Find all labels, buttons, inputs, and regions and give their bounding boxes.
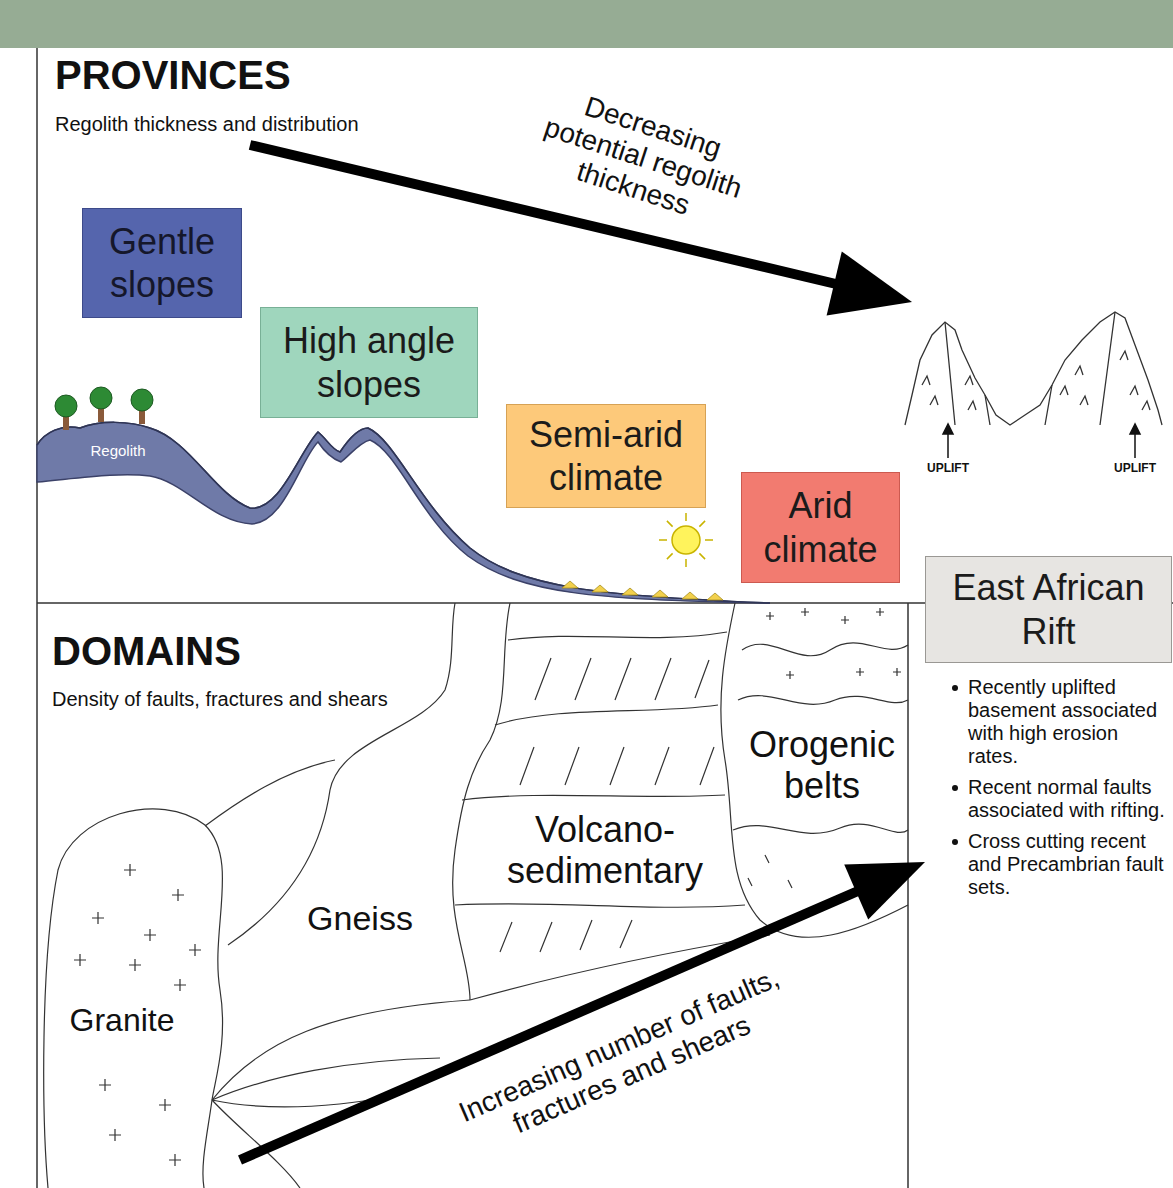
domain-label-box: Orogenic belts — [737, 724, 907, 807]
trend-arrow — [827, 251, 912, 315]
bullet-note: Recently uplifted basement associated wi… — [968, 676, 1170, 768]
trend-label-box: Increasing number of faults, fractures a… — [449, 960, 800, 1161]
sand-dunes — [562, 581, 723, 600]
legend-box: Semi-arid climate — [506, 404, 706, 508]
box-label: Gentle slopes — [91, 220, 233, 306]
tree — [131, 389, 153, 411]
legend-box: Arid climate — [741, 472, 900, 583]
foliation-line — [205, 760, 335, 826]
box-label: East African Rift — [934, 566, 1163, 652]
tree — [55, 395, 77, 417]
contact-line — [228, 603, 455, 945]
uplift-arrow — [1134, 432, 1136, 458]
domain-label-box: Volcano- sedimentary — [493, 809, 718, 892]
tree — [90, 387, 112, 409]
legend-box: East African Rift — [925, 556, 1172, 663]
granite-outline — [44, 809, 223, 1188]
section-subtitle-box: Density of faults, fractures and shears — [52, 688, 388, 711]
domain-map — [44, 603, 908, 1188]
uplift-arrow — [947, 432, 949, 458]
regolith-label-box: Regolith — [78, 442, 158, 459]
contact-line — [453, 603, 510, 1000]
trend-label-box: Decreasing potential regolith thickness — [519, 76, 768, 239]
uplift-label: UPLIFT — [1114, 461, 1156, 475]
uplift-arrow — [1130, 424, 1140, 434]
section-heading-box: PROVINCES — [55, 52, 291, 98]
domain-label: Gneiss — [304, 899, 416, 937]
panel-frame — [37, 48, 1173, 1188]
tree — [55, 387, 153, 430]
trend-arrow — [240, 145, 925, 1160]
sun-symbol — [659, 513, 713, 567]
rift-mountains — [905, 312, 1162, 425]
legend-box: Gentle slopes — [82, 208, 242, 318]
uplift-arrow — [943, 424, 953, 434]
domain-label: Volcano- sedimentary — [504, 809, 706, 891]
trend-label: Increasing number of faults, fractures a… — [454, 962, 783, 1140]
trend-label: Decreasing potential regolith thickness — [541, 90, 746, 221]
uplift-arrow — [943, 424, 1140, 458]
domain-label: Orogenic belts — [746, 724, 898, 806]
panel-frame — [36, 48, 38, 1188]
panel-frame — [907, 603, 909, 1188]
uplift-label: UPLIFT — [927, 461, 969, 475]
bullet-note: Cross cutting recent and Precambrian fau… — [968, 830, 1170, 899]
section-heading: PROVINCES — [55, 53, 291, 97]
bullet-dot — [952, 685, 958, 691]
section-subtitle-box: Regolith thickness and distribution — [55, 113, 359, 136]
domain-label: Granite — [67, 1002, 178, 1038]
rift-mountains — [945, 312, 1115, 425]
rift-mountains — [905, 312, 1162, 425]
trend-arrow — [844, 862, 925, 919]
section-subtitle: Density of faults, fractures and shears — [52, 688, 388, 710]
bullet-note-box: Cross cutting recent and Precambrian fau… — [946, 830, 1170, 899]
header-bar — [0, 0, 1173, 48]
bullet-note: Recent normal faults associated with rif… — [968, 776, 1170, 822]
sun-symbol — [672, 526, 700, 554]
rift-mountains — [922, 351, 1150, 410]
box-label: Semi-arid climate — [515, 413, 697, 499]
regolith-label: Regolith — [90, 442, 145, 459]
trend-arrow — [240, 891, 858, 1160]
box-label: Arid climate — [750, 484, 891, 570]
section-heading: DOMAINS — [52, 629, 241, 673]
fold-line — [733, 643, 908, 834]
bedding-tick — [500, 658, 714, 952]
bullet-dot — [952, 839, 958, 845]
domain-label-box: Granite — [57, 1002, 187, 1039]
domain-label-box: Gneiss — [295, 899, 425, 938]
sun-symbol — [659, 513, 713, 567]
bullet-dot — [952, 785, 958, 791]
box-label: High angle slopes — [269, 319, 469, 405]
legend-box: High angle slopes — [260, 307, 478, 418]
trend-arrow — [250, 145, 836, 284]
bullet-note-box: Recently uplifted basement associated wi… — [946, 676, 1170, 768]
section-subtitle: Regolith thickness and distribution — [55, 113, 359, 135]
bullet-note-box: Recent normal faults associated with rif… — [946, 776, 1170, 822]
uplift-label-box: UPLIFT — [916, 462, 980, 476]
uplift-label-box: UPLIFT — [1103, 462, 1167, 476]
section-heading-box: DOMAINS — [52, 628, 241, 674]
